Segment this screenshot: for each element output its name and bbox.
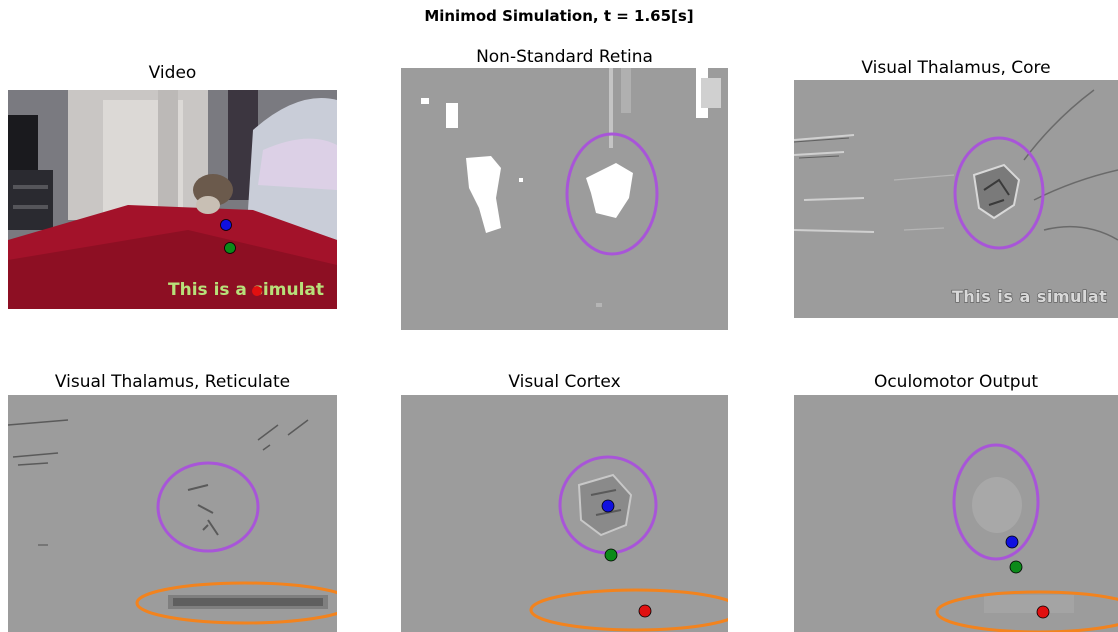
thalamus-core-frame: This is a simulat [794,80,1118,318]
inhibition-ellipse [935,590,1118,632]
cortex-panel-title: Visual Cortex [508,372,621,392]
thalamus-reticulate-frame [8,395,337,632]
figure-title: Minimod Simulation, t = 1.65[s] [424,7,694,25]
red-marker [638,604,652,618]
attention-ellipse [952,443,1040,561]
retina-panel-title: Non-Standard Retina [476,47,653,67]
oculomotor-frame [794,395,1118,632]
inhibition-ellipse [529,588,728,632]
green-marker [604,548,618,562]
retina-frame [401,68,728,330]
attention-ellipse [953,136,1045,250]
video-frame: This is a simulat [8,90,337,309]
red-marker [252,286,262,296]
cortex-panel [401,395,728,632]
oculomotor-panel [794,395,1118,632]
video-panel-title: Video [148,63,197,83]
attention-ellipse [156,461,260,553]
green-marker [1009,560,1023,574]
oculomotor-panel-title: Oculomotor Output [873,372,1039,392]
retina-panel [401,68,728,330]
thalamus-core-panel-title: Visual Thalamus, Core [861,58,1051,78]
thalamus-core-overlay-text: This is a simulat [952,287,1107,306]
blue-marker [601,499,615,513]
blue-marker [1005,535,1019,549]
video-panel: This is a simulat [8,90,337,309]
thalamus-reticulate-panel [8,395,337,632]
video-overlay-text: This is a simulat [168,280,324,300]
green-marker [224,242,236,254]
attention-ellipse [565,132,659,256]
red-marker [1036,605,1050,619]
cortex-frame [401,395,728,632]
thalamus-core-panel: This is a simulat [794,80,1118,318]
inhibition-ellipse [135,581,337,625]
blue-marker [220,219,232,231]
thalamus-reticulate-panel-title: Visual Thalamus, Reticulate [54,372,291,392]
